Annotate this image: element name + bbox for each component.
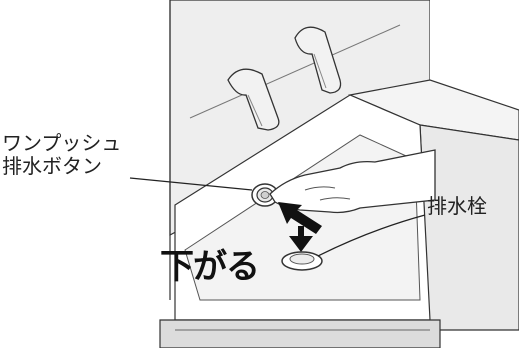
drain-leader-line xyxy=(317,214,426,257)
wall-seam xyxy=(189,24,401,119)
push-button-label-line2: 排水ボタン xyxy=(2,154,102,178)
drain-plug-icon xyxy=(281,251,323,271)
faucet-handle-right xyxy=(294,26,342,94)
down-arrow-icon xyxy=(289,226,313,252)
faucet-handle-left xyxy=(227,68,280,131)
push-button-label-line1: ワンプッシュ xyxy=(2,131,122,155)
basin-front-rim xyxy=(159,319,441,349)
button-leader-line xyxy=(129,177,253,191)
press-arrow-icon xyxy=(278,202,322,234)
drain-plug-label: 排水栓 xyxy=(427,194,487,218)
push-button-label: ワンプッシュ 排水ボタン xyxy=(2,132,121,178)
down-label: 下がる xyxy=(160,247,260,287)
